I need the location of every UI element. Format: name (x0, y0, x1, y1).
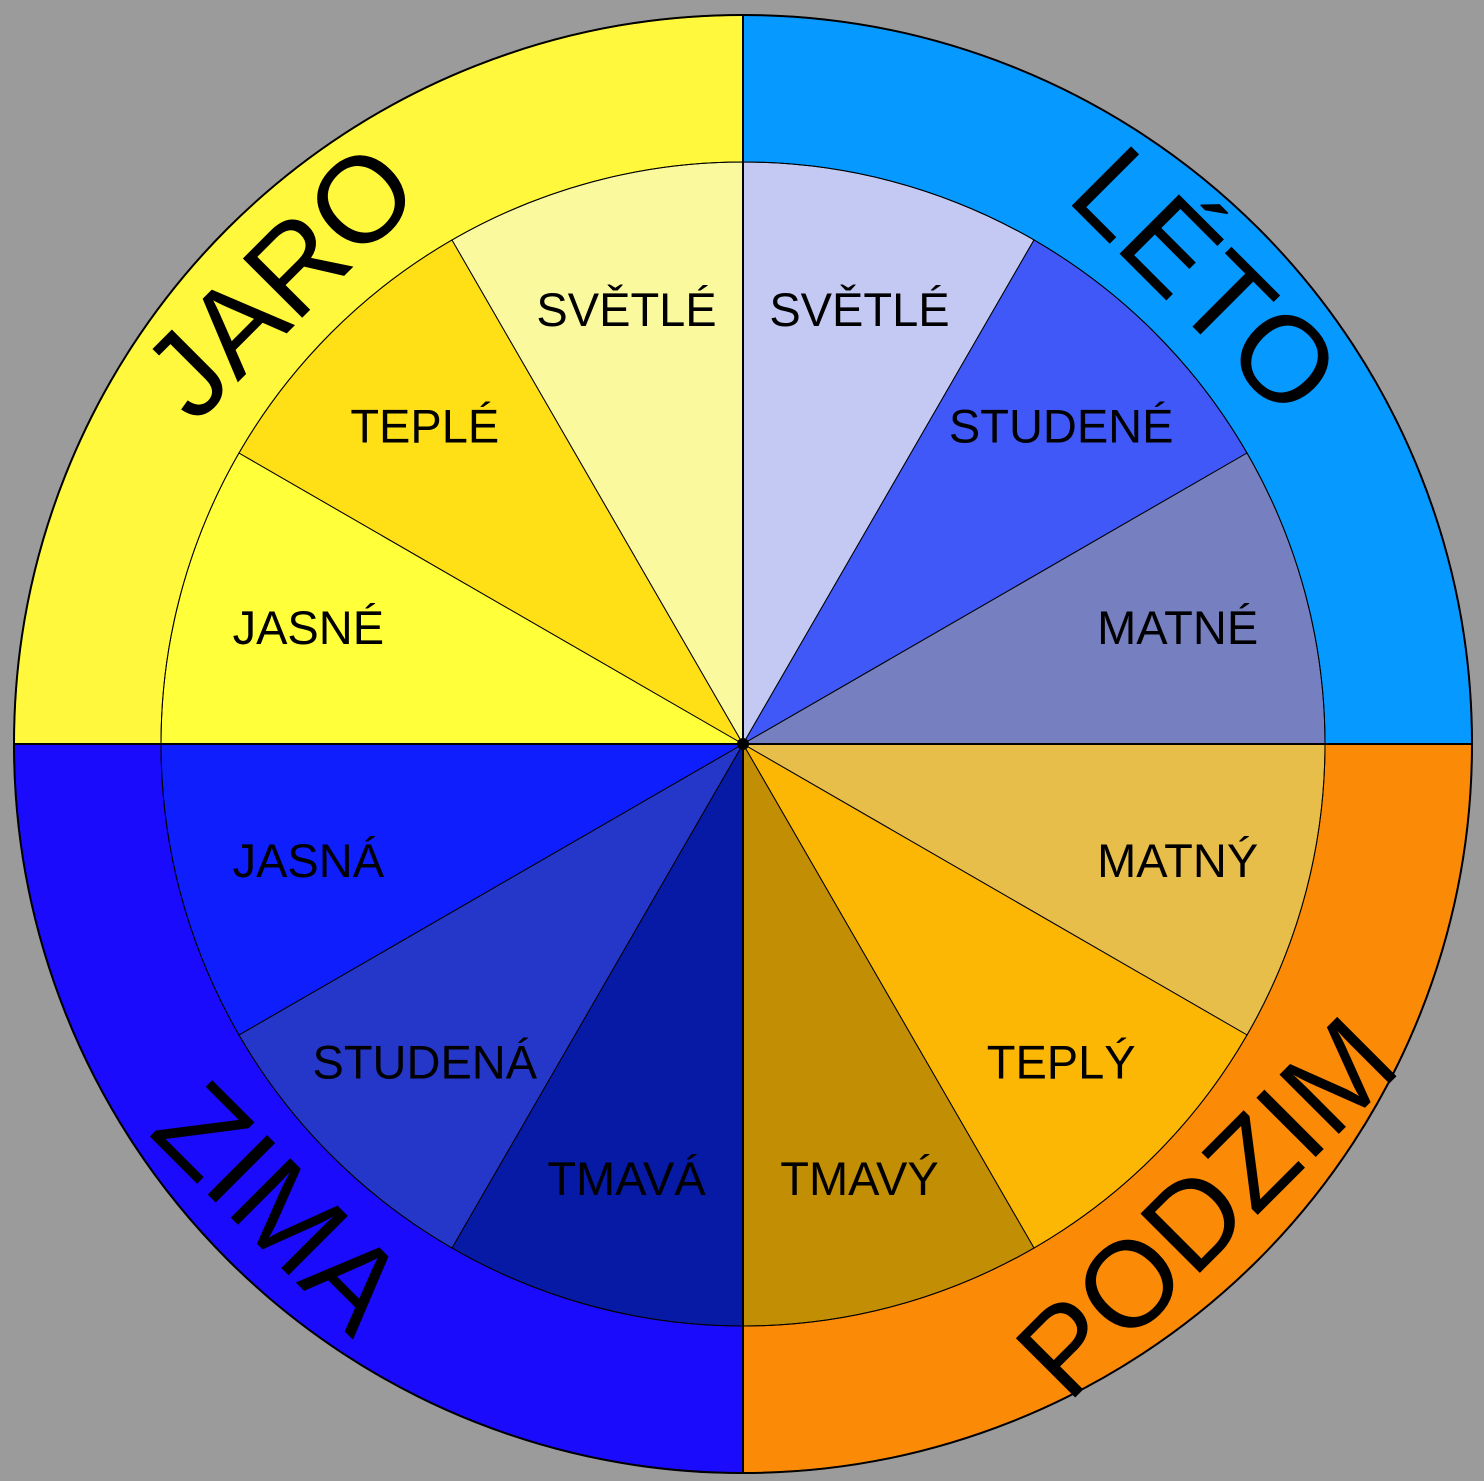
segment-label-leto-2: MATNÉ (1097, 601, 1258, 654)
segment-label-jaro-1: TEPLÉ (350, 399, 499, 452)
segment-label-zima-0: TMAVÁ (547, 1152, 706, 1205)
segment-label-podzim-2: TMAVÝ (780, 1152, 938, 1205)
segment-label-jaro-2: SVĚTLÉ (536, 283, 716, 336)
inner-segments (160, 161, 1326, 1327)
segment-label-podzim-1: TEPLÝ (987, 1036, 1136, 1089)
segment-label-zima-1: STUDENÁ (313, 1036, 538, 1089)
segment-label-leto-0: SVĚTLÉ (769, 283, 949, 336)
center-dot (737, 738, 749, 750)
segment-label-zima-2: JASNÁ (233, 834, 385, 887)
segment-label-jaro-0: JASNÉ (233, 601, 385, 654)
dividers (13, 14, 1473, 1474)
segment-label-leto-1: STUDENÉ (949, 399, 1174, 452)
segment-label-podzim-0: MATNÝ (1097, 834, 1258, 887)
segment-labels: JASNÉ TEPLÉ SVĚTLÉ SVĚTLÉ STUDENÉ MATNÉ MATNÝ T… (233, 283, 1259, 1205)
